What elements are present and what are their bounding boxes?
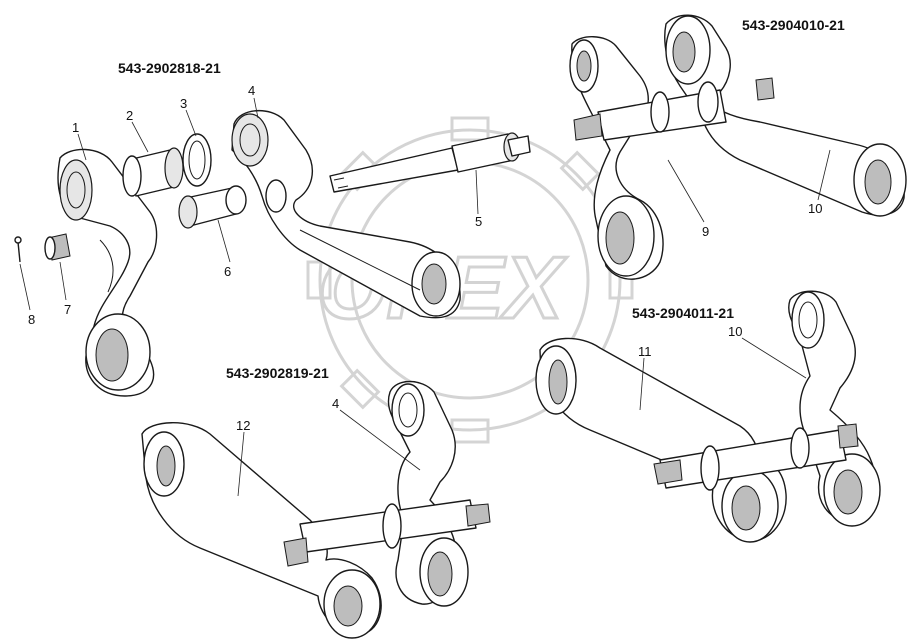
- part-2-sleeve: [122, 147, 184, 197]
- callout-10-top: 10: [808, 201, 822, 216]
- callout-7: 7: [64, 302, 71, 317]
- callout-1: 1: [72, 120, 79, 135]
- part-3-ring: [182, 133, 212, 187]
- part-8-cotter-pin: [14, 236, 22, 263]
- callout-11: 11: [638, 344, 652, 359]
- callout-10-bottom: 10: [728, 324, 742, 339]
- part-4-arm-top: [231, 109, 461, 319]
- part-7-castle-nut: [44, 233, 71, 261]
- assembly-code-top-right: 543-2904010-21: [742, 17, 845, 33]
- part-1-arm: [57, 148, 158, 397]
- callout-4-top: 4: [248, 83, 255, 98]
- callout-4-bottom: 4: [332, 396, 339, 411]
- callout-8: 8: [28, 312, 35, 327]
- callout-6: 6: [224, 264, 231, 279]
- callout-5: 5: [475, 214, 482, 229]
- assembly-bottom-left: [141, 380, 491, 639]
- callout-3: 3: [180, 96, 187, 111]
- callouts: 1 2 3 4 5 6 7 8 9 10 10 11 12 4: [28, 83, 822, 433]
- assembly-code-bottom-right: 543-2904011-21: [632, 305, 734, 321]
- assembly-bottom-right: [535, 290, 881, 543]
- assembly-code-bottom-left: 543-2902819-21: [226, 365, 329, 381]
- part-5-shaft: [329, 132, 531, 193]
- callout-9: 9: [702, 224, 709, 239]
- leader-lines: [19, 97, 831, 497]
- assembly-top-right: [569, 14, 907, 280]
- callout-12: 12: [236, 418, 250, 433]
- assembly-code-top-left: 543-2902818-21: [118, 60, 221, 76]
- callout-2: 2: [126, 108, 133, 123]
- part-6-bushing: [178, 185, 247, 229]
